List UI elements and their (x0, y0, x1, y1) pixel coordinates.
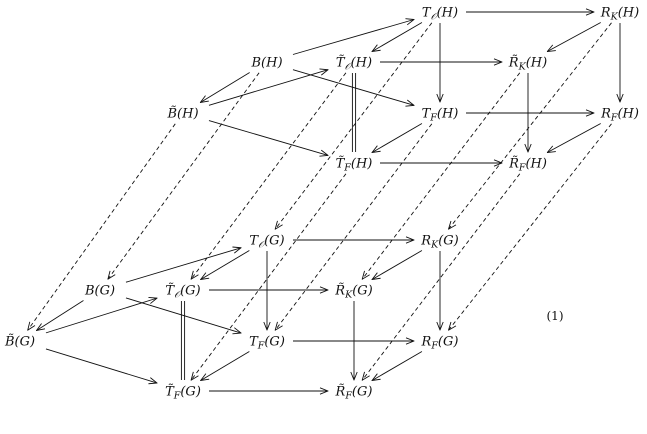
edge-b-h-to-tilde-b-h (200, 72, 250, 103)
node-to-g: T𝒪(G) (249, 234, 284, 251)
node-rk-g: RK(G) (420, 234, 458, 251)
edge-b-g-to-tf-g (125, 297, 241, 333)
edge-to-h-to-to-g (275, 22, 433, 229)
edge-tilde-rf-h-to-tilde-rf-g (362, 173, 521, 380)
edge-rk-g-to-tilde-rk-g (372, 250, 423, 280)
edge-rk-h-to-rk-g (449, 22, 612, 229)
edge-tf-h-to-tf-g (275, 123, 433, 330)
node-label: T𝒪(G) (249, 234, 284, 251)
node-rf-h: RF(H) (600, 107, 639, 124)
node-label: R̃F(G) (335, 383, 373, 401)
node-tf-g: TF(G) (249, 335, 285, 352)
node-b-g: B(G) (84, 284, 115, 299)
node-tilde-rk-g: R̃K(G) (334, 282, 372, 300)
node-rf-g: RF(G) (421, 335, 459, 352)
node-tilde-b-h: B̃(H) (166, 105, 198, 121)
edge-b-g-to-tilde-b-g (37, 300, 84, 331)
edge-tf-g-to-tilde-tf-g (201, 351, 250, 381)
node-label: T̃𝒪(H) (336, 54, 372, 72)
edge-tilde-tf-h-to-tilde-tf-g (191, 173, 347, 380)
node-tilde-rf-h: R̃F(H) (508, 155, 547, 173)
node-label: B(G) (84, 284, 115, 299)
edge-b-h-to-to-h (292, 20, 414, 55)
edge-tilde-b-h-to-tilde-tf-h (208, 120, 328, 156)
edge-b-g-to-to-g (125, 248, 241, 283)
edge-rf-h-to-tilde-rf-h (547, 123, 601, 152)
node-label: T̃F(H) (336, 155, 373, 173)
node-tilde-b-g: B̃(G) (4, 333, 35, 349)
node-label: TF(H) (422, 107, 459, 124)
node-label: RK(H) (600, 6, 639, 23)
edge-b-h-to-b-g (108, 72, 260, 279)
edge-tilde-b-g-to-tilde-to-g (45, 298, 157, 334)
edge-tilde-to-h-to-tilde-to-g (191, 72, 347, 279)
edge-tilde-b-h-to-tilde-to-h (208, 70, 328, 106)
edge-rf-h-to-rf-g (449, 123, 612, 330)
node-tilde-rk-h: R̃K(H) (508, 54, 547, 72)
node-label: RF(H) (600, 107, 639, 124)
node-to-h: T𝒪(H) (422, 6, 458, 23)
node-label: T̃F(G) (165, 383, 201, 401)
node-label: R̃K(G) (334, 282, 372, 300)
node-label: B̃(G) (4, 333, 35, 349)
node-label: T𝒪(H) (422, 6, 458, 23)
node-label: R̃F(H) (508, 155, 547, 173)
node-label: R̃K(H) (508, 54, 547, 72)
edge-tilde-rk-h-to-tilde-rk-g (362, 72, 521, 279)
node-label: RF(G) (421, 335, 459, 352)
edge-tf-h-to-tilde-tf-h (372, 123, 423, 153)
edge-rk-h-to-tilde-rk-h (547, 22, 601, 51)
edge-to-g-to-tilde-to-g (201, 250, 250, 280)
node-label: B̃(H) (166, 105, 198, 121)
equation-label: (1) (547, 309, 564, 323)
node-tilde-tf-g: T̃F(G) (165, 383, 201, 401)
node-label: T̃𝒪(G) (165, 282, 200, 300)
node-rk-h: RK(H) (600, 6, 639, 23)
edges-layer (28, 12, 620, 391)
node-label: RK(G) (420, 234, 458, 251)
nodes-layer: T𝒪(H) RK(H) B(H) T̃𝒪(H) R̃K(H) B̃(H) TF(H) RF(H… (4, 6, 639, 402)
node-tilde-rf-g: R̃F(G) (335, 383, 373, 401)
edge-to-h-to-tilde-to-h (372, 22, 423, 52)
edge-b-h-to-tf-h (292, 69, 414, 106)
node-label: TF(G) (249, 335, 285, 352)
edge-tilde-b-g-to-tilde-tf-g (45, 348, 157, 383)
node-tilde-to-h: T̃𝒪(H) (336, 54, 372, 72)
edge-tilde-b-h-to-tilde-b-g (28, 123, 176, 330)
node-tf-h: TF(H) (422, 107, 459, 124)
edge-rf-g-to-tilde-rf-g (372, 351, 423, 381)
node-tilde-to-g: T̃𝒪(G) (165, 282, 200, 300)
node-tilde-tf-h: T̃F(H) (336, 155, 373, 173)
node-label: B(H) (250, 56, 282, 71)
node-b-h: B(H) (250, 56, 282, 71)
